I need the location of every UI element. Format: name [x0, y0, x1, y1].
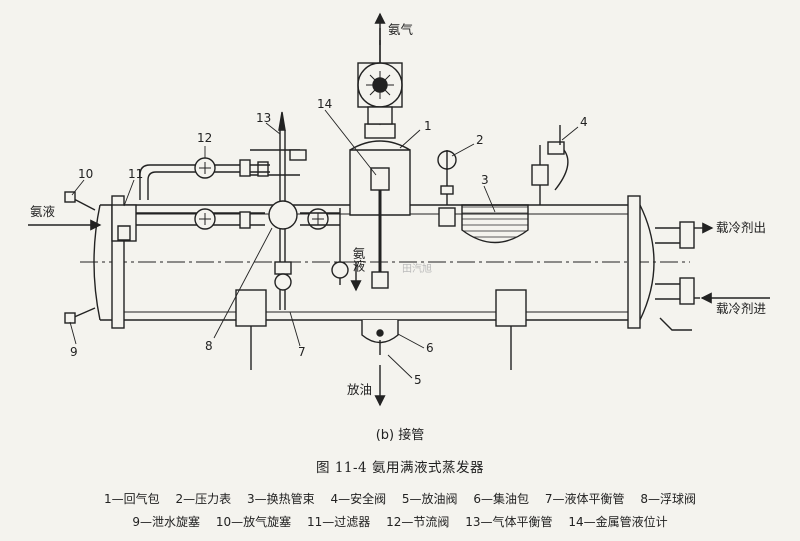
legend-item: 2—压力表: [175, 492, 232, 506]
watermark: 田汽旭: [402, 262, 432, 275]
level-gauge: [370, 167, 390, 289]
legend-row-1: 1—回气包 2—压力表 3—换热管束 4—安全阀 5—放油阀 6—集油包 7—液…: [0, 490, 800, 507]
safety-valve: [531, 125, 569, 205]
vent-plug: [64, 191, 96, 211]
callout-3: 3: [481, 173, 489, 187]
evaporator-shell: [80, 195, 690, 329]
callout-6: 6: [426, 341, 434, 355]
legend-item: 9—泄水旋塞: [132, 515, 201, 529]
callout-1: 1: [424, 119, 432, 133]
legend-item: 10—放气旋塞: [215, 515, 292, 529]
callout-12: 12: [197, 131, 212, 145]
legend-item: 4—安全阀: [330, 492, 387, 506]
callout-11: 11: [128, 167, 143, 181]
legend-item: 14—金属管液位计: [568, 515, 668, 529]
diagram-subtitle: (b) 接管: [375, 428, 425, 443]
label-ammonia-liquid-vertical: 氨液: [351, 247, 366, 272]
legend-item: 12—节流阀: [386, 515, 450, 529]
oil-pot: [361, 320, 399, 407]
callout-7: 7: [298, 345, 306, 359]
legend-item: 1—回气包: [104, 492, 160, 506]
callout-9: 9: [70, 345, 78, 359]
callout-4: 4: [580, 115, 588, 129]
legend-item: 11—过滤器: [306, 515, 371, 529]
callout-13: 13: [256, 111, 271, 125]
callout-8: 8: [205, 339, 213, 353]
label-coolant-in: 载冷剂进: [716, 301, 767, 316]
pressure-gauge: [437, 150, 457, 227]
legend-item: 3—换热管束: [246, 492, 315, 506]
figure-title: 图 11-4 氨用满液式蒸发器: [316, 460, 484, 476]
throttle-line: [139, 157, 270, 200]
label-coolant-out: 载冷剂出: [716, 220, 766, 235]
drain-plug: [64, 307, 96, 324]
feed-line: [132, 208, 349, 285]
label-ammonia-liquid-in: 氨液: [30, 204, 56, 219]
coolant-nozzles: [655, 221, 700, 331]
evaporator-diagram: 氨气 氨液 氨液 放油 载冷剂出 载冷剂进 田汽旭 1 2 3 4 5 6 7 …: [28, 12, 770, 407]
callout-5: 5: [414, 373, 422, 387]
filter: [111, 204, 137, 242]
callout-2: 2: [476, 133, 484, 147]
callout-leaders: [69, 109, 579, 379]
legend-item: 8—浮球阀: [640, 492, 696, 506]
legend-row-2: 9—泄水旋塞 10—放气旋塞 11—过滤器 12—节流阀 13—气体平衡管 14…: [0, 513, 800, 530]
tube-bundle: [461, 204, 529, 244]
legend-item: 5—放油阀: [401, 492, 458, 506]
label-ammonia-gas: 氨气: [388, 22, 414, 37]
callout-14: 14: [317, 97, 332, 111]
float-valve-assembly: [250, 111, 307, 310]
legend-item: 6—集油包: [473, 492, 530, 506]
label-oil-drain: 放油: [347, 382, 372, 397]
callout-10: 10: [78, 167, 93, 181]
legend-item: 13—气体平衡管: [465, 515, 553, 529]
legend-item: 7—液体平衡管: [544, 492, 625, 506]
supports: [235, 289, 527, 370]
